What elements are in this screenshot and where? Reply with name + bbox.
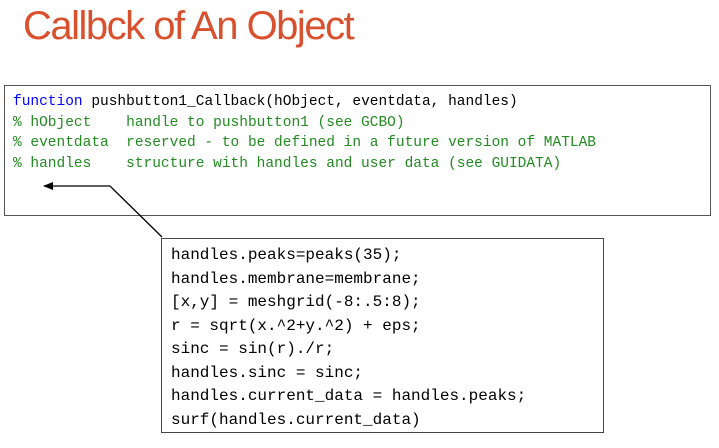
arrow-line <box>43 182 163 238</box>
function-keyword: function <box>13 94 83 110</box>
comment-line: % handles structure with handles and use… <box>13 155 562 172</box>
code-line: sinc = sin(r)./r; <box>171 340 335 358</box>
comment-line: % hObject handle to pushbutton1 (see GCB… <box>13 114 405 131</box>
code-line: r = sqrt(x.^2+y.^2) + eps; <box>171 316 421 335</box>
slide-title: Callbck of An Object <box>23 4 355 48</box>
code-line: handles.current_data = handles.peaks; <box>171 387 527 405</box>
code-line: handles.membrane=membrane; <box>171 269 421 288</box>
code-line: handles.sinc = sinc; <box>171 363 364 382</box>
comment-line: % eventdata reserved - to be defined in … <box>13 135 596 151</box>
function-signature-line: function pushbutton1_Callback(hObject, e… <box>13 92 710 113</box>
code-line: handles.peaks=peaks(35); <box>171 246 402 264</box>
code-line: surf(handles.current_data) <box>171 410 421 429</box>
code-line: [x,y] = meshgrid(-8:.5:8); <box>171 293 421 311</box>
callback-body-code: handles.peaks=peaks(35); handles.membrane… <box>161 238 604 433</box>
callback-function-code: function pushbutton1_Callback(hObject, e… <box>4 85 711 216</box>
function-signature: pushbutton1_Callback(hObject, eventdata,… <box>82 94 518 110</box>
